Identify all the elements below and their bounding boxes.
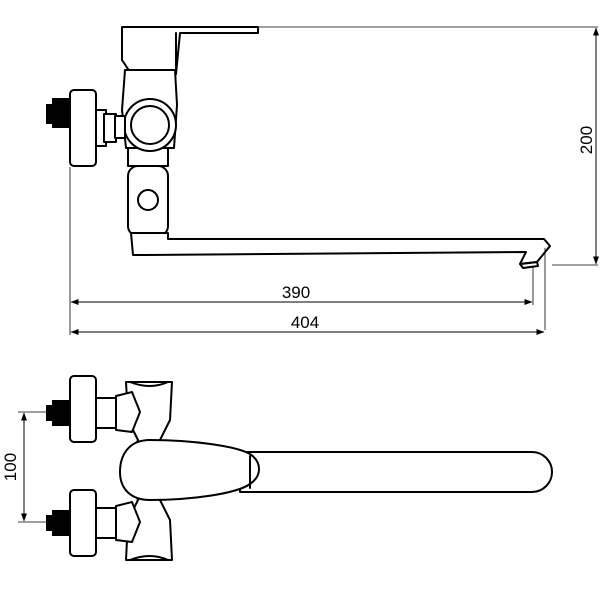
lever-handle	[121, 26, 259, 76]
dimension-404-label: 404	[291, 313, 319, 332]
top-connector-lower	[46, 489, 141, 557]
side-view: 390 404 200	[46, 26, 599, 335]
dimension-390: 390	[70, 283, 533, 305]
dimension-390-label: 390	[282, 283, 310, 302]
top-view: 100	[1, 375, 553, 561]
wall-connector	[46, 89, 126, 167]
dimension-100-label: 100	[1, 453, 20, 481]
dimension-200: 200	[577, 27, 599, 265]
dimension-404: 404	[70, 313, 545, 335]
spout	[130, 232, 551, 269]
valve-body	[121, 69, 178, 167]
top-lever-handle	[119, 439, 260, 501]
diverter-body	[127, 165, 169, 237]
dimension-100: 100	[1, 412, 27, 522]
top-connector-upper	[46, 375, 141, 443]
top-spout	[239, 451, 553, 493]
dimension-200-label: 200	[577, 126, 596, 154]
